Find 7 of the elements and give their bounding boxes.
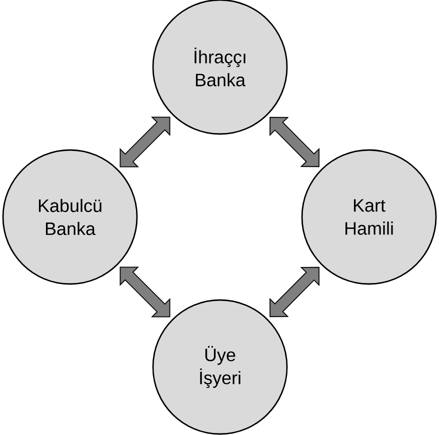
circle-node: Üye İşyeri	[152, 299, 288, 435]
circle-node: Kabulcü Banka	[2, 149, 138, 285]
double-arrow	[120, 116, 170, 168]
circle-node: Kart Hamili	[301, 149, 437, 285]
double-arrow	[120, 266, 170, 318]
double-arrow	[270, 116, 320, 168]
double-arrow	[270, 266, 320, 318]
